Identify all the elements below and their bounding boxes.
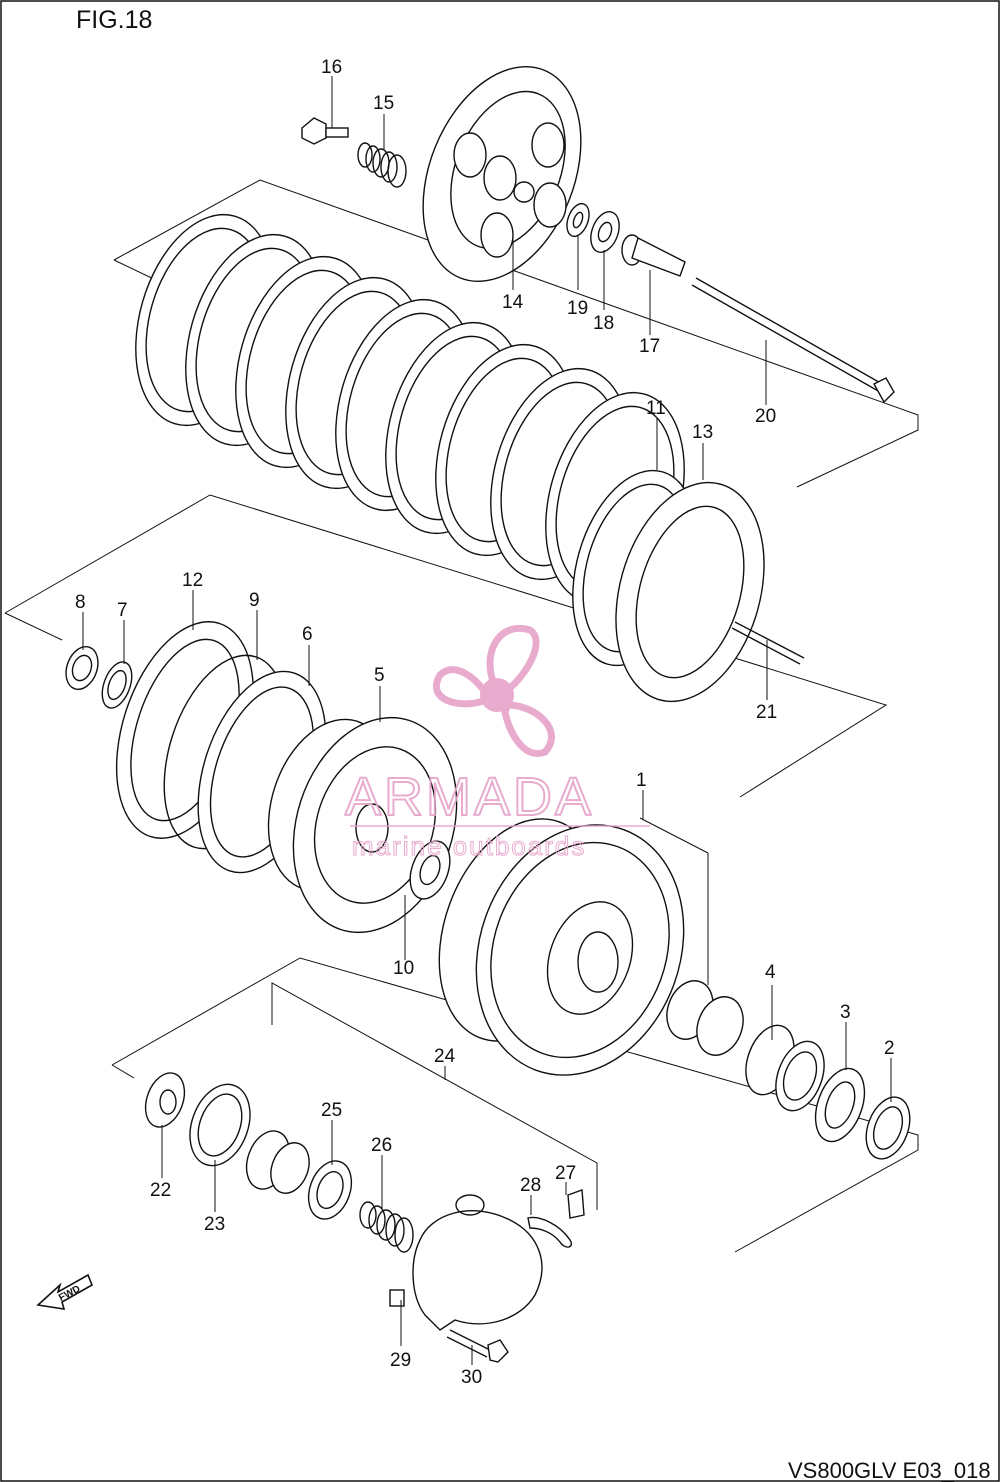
- callout-4: 4: [765, 962, 776, 983]
- clutch-housing-1: [438, 818, 685, 1076]
- leader-lines: [82, 76, 892, 1365]
- callout-11: 11: [646, 398, 666, 419]
- callout-5: 5: [374, 665, 385, 686]
- propeller-icon: [433, 624, 555, 757]
- release-cylinder: [412, 1194, 543, 1331]
- spring-15: [357, 142, 407, 188]
- callout-21: 21: [756, 702, 777, 723]
- callout-19: 19: [567, 298, 588, 319]
- spring-26: [359, 1201, 414, 1253]
- bolt-30: [446, 1329, 509, 1363]
- pin-21: [731, 621, 805, 665]
- callout-20: 20: [755, 406, 776, 427]
- watermark-brand: ARMADA: [345, 767, 594, 827]
- hub-group-box: [4, 494, 888, 985]
- callout-2: 2: [884, 1038, 895, 1059]
- seal-25: [307, 1160, 353, 1220]
- callout-14: 14: [502, 292, 524, 313]
- callout-17: 17: [639, 336, 660, 357]
- clutch-hub-5: [267, 716, 458, 934]
- callout-10: 10: [393, 958, 414, 979]
- ring-23: [189, 1083, 251, 1167]
- fwd-label: FWD: [57, 1284, 82, 1304]
- callout-6: 6: [302, 624, 313, 645]
- seat-plate-13: [615, 481, 765, 703]
- thrust-washer-3: [814, 1067, 866, 1143]
- watermark-logo: ARMADA marine outboards: [344, 624, 650, 862]
- ring-2: [865, 1096, 911, 1160]
- callout-13: 13: [692, 422, 713, 443]
- figure-title: FIG.18: [76, 6, 152, 34]
- callout-7: 7: [117, 600, 128, 621]
- callout-3: 3: [840, 1002, 851, 1023]
- bleeder-27: [567, 1189, 585, 1219]
- callout-25: 25: [321, 1100, 342, 1121]
- fwd-arrow-icon: FWD: [36, 1273, 94, 1310]
- release-rod-17: [621, 234, 686, 277]
- oil-seal-22: [144, 1072, 186, 1128]
- push-rod-20: [691, 277, 895, 404]
- washer-10: [409, 840, 451, 900]
- callout-26: 26: [371, 1135, 392, 1156]
- callout-15: 15: [373, 93, 394, 114]
- dowel-29: [389, 1289, 405, 1307]
- callout-30: 30: [461, 1367, 482, 1388]
- callout-28: 28: [520, 1175, 541, 1196]
- callout-29: 29: [390, 1350, 411, 1371]
- callout-27: 27: [555, 1163, 576, 1184]
- callout-23: 23: [204, 1214, 225, 1235]
- cap-28: [527, 1216, 572, 1248]
- pressure-plate: [422, 66, 582, 282]
- callout-1: 1: [636, 770, 647, 791]
- callout-24: 24: [434, 1046, 456, 1067]
- callout-22: 22: [150, 1180, 171, 1201]
- callout-12: 12: [182, 570, 203, 591]
- release-group-box: [111, 957, 919, 1253]
- callout-9: 9: [249, 590, 260, 611]
- figure-code: VS800GLV E03_018: [788, 1458, 991, 1482]
- spacer: [666, 980, 744, 1056]
- propeller-hub: [480, 678, 514, 712]
- needle-bearing-4: [745, 1024, 825, 1112]
- clutch-plates-stack: [135, 213, 685, 605]
- watermark-tagline: marine outboards: [352, 831, 586, 861]
- nut-8: [65, 645, 99, 691]
- bearing-18: [590, 211, 620, 253]
- washer-19: [566, 202, 590, 238]
- callout-18: 18: [593, 313, 614, 334]
- washer-7: [101, 661, 133, 709]
- bolt-16: [301, 117, 349, 145]
- callout-8: 8: [75, 592, 86, 613]
- piston: [245, 1130, 310, 1194]
- callout-16: 16: [321, 57, 342, 78]
